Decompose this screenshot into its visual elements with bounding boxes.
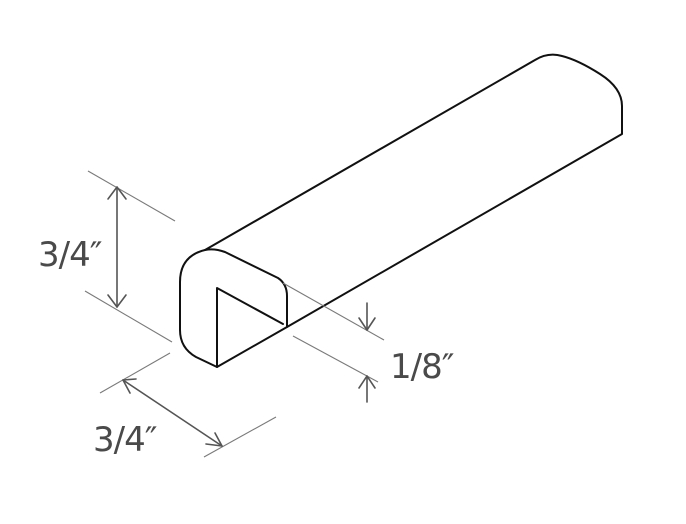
height-label: 3/4″: [38, 235, 102, 275]
height-dimension: [84, 170, 176, 343]
top-edge-line: [204, 53, 623, 328]
molding-body: [179, 53, 623, 368]
width-label: 3/4″: [93, 420, 157, 460]
thickness-dimension: [282, 282, 385, 403]
front-profile-outline: [179, 248, 288, 368]
inner-corner-triangle: [216, 287, 284, 368]
thickness-label: 1/8″: [390, 347, 454, 387]
width-dimension: [99, 352, 277, 458]
